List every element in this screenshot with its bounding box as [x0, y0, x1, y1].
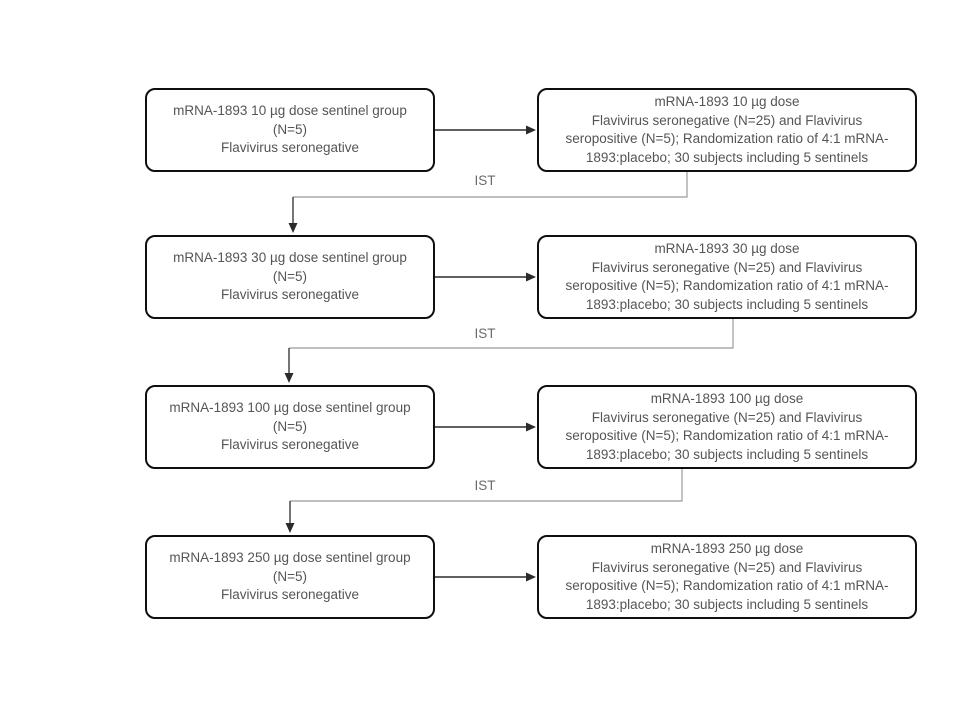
box-text-line: mRNA-1893 100 µg dose: [650, 391, 804, 406]
arrow-row3-sentinel-to-cohort: [435, 422, 536, 432]
arrow-row4-sentinel-to-cohort: [435, 572, 536, 582]
box-text-line: (N=5): [272, 418, 308, 434]
box-cohort-30ug: mRNA-1893 30 µg dose Flavivirus seronega…: [537, 235, 917, 319]
box-text-line: (N=5): [272, 568, 308, 584]
ist-label-1: IST: [474, 173, 496, 188]
box-text-line: seropositive (N=5); Randomization ratio …: [565, 278, 889, 293]
box-text-line: mRNA-1893 100 µg dose sentinel group: [169, 400, 411, 416]
box-text-line: seropositive (N=5); Randomization ratio …: [565, 428, 889, 443]
box-text-line: mRNA-1893 30 µg dose: [654, 241, 800, 256]
box-text-line: Flavivirus seronegative: [220, 587, 360, 603]
box-text-line: 1893:placebo; 30 subjects including 5 se…: [585, 596, 869, 612]
box-sentinel-250ug: mRNA-1893 250 µg dose sentinel group (N=…: [145, 535, 435, 619]
box-text-line: (N=5): [272, 268, 308, 284]
box-sentinel-10ug: mRNA-1893 10 µg dose sentinel group (N=5…: [145, 88, 435, 172]
box-text-line: Flavivirus seronegative (N=25) and Flavi…: [591, 559, 863, 575]
box-text-line: mRNA-1893 250 µg dose: [650, 541, 804, 556]
box-text-line: Flavivirus seronegative: [220, 437, 360, 453]
ist-label-2: IST: [474, 326, 496, 341]
box-text-line: 1893:placebo; 30 subjects including 5 se…: [585, 296, 869, 312]
box-text-line: seropositive (N=5); Randomization ratio …: [565, 131, 889, 146]
box-cohort-100ug: mRNA-1893 100 µg dose Flavivirus seroneg…: [537, 385, 917, 469]
box-text-line: mRNA-1893 10 µg dose: [654, 94, 800, 109]
box-text-line: 1893:placebo; 30 subjects including 5 se…: [585, 149, 869, 165]
box-text-line: 1893:placebo; 30 subjects including 5 se…: [585, 446, 869, 462]
box-text-line: seropositive (N=5); Randomization ratio …: [565, 578, 889, 593]
box-text-line: Flavivirus seronegative (N=25) and Flavi…: [591, 112, 863, 128]
box-text-line: mRNA-1893 250 µg dose sentinel group: [169, 550, 411, 566]
arrow-row2-sentinel-to-cohort: [435, 272, 536, 282]
box-text-line: Flavivirus seronegative (N=25) and Flavi…: [591, 259, 863, 275]
box-sentinel-100ug: mRNA-1893 100 µg dose sentinel group (N=…: [145, 385, 435, 469]
box-cohort-10ug: mRNA-1893 10 µg dose Flavivirus seronega…: [537, 88, 917, 172]
box-text-line: Flavivirus seronegative: [220, 287, 360, 303]
box-text-line: Flavivirus seronegative: [220, 140, 360, 156]
box-text-line: Flavivirus seronegative (N=25) and Flavi…: [591, 409, 863, 425]
box-text-line: mRNA-1893 30 µg dose sentinel group: [173, 250, 407, 266]
box-text-line: (N=5): [272, 121, 308, 137]
ist-label-3: IST: [474, 478, 496, 493]
box-cohort-250ug: mRNA-1893 250 µg dose Flavivirus seroneg…: [537, 535, 917, 619]
box-sentinel-30ug: mRNA-1893 30 µg dose sentinel group (N=5…: [145, 235, 435, 319]
box-text-line: mRNA-1893 10 µg dose sentinel group: [173, 103, 407, 119]
arrow-row1-sentinel-to-cohort: [435, 125, 536, 135]
